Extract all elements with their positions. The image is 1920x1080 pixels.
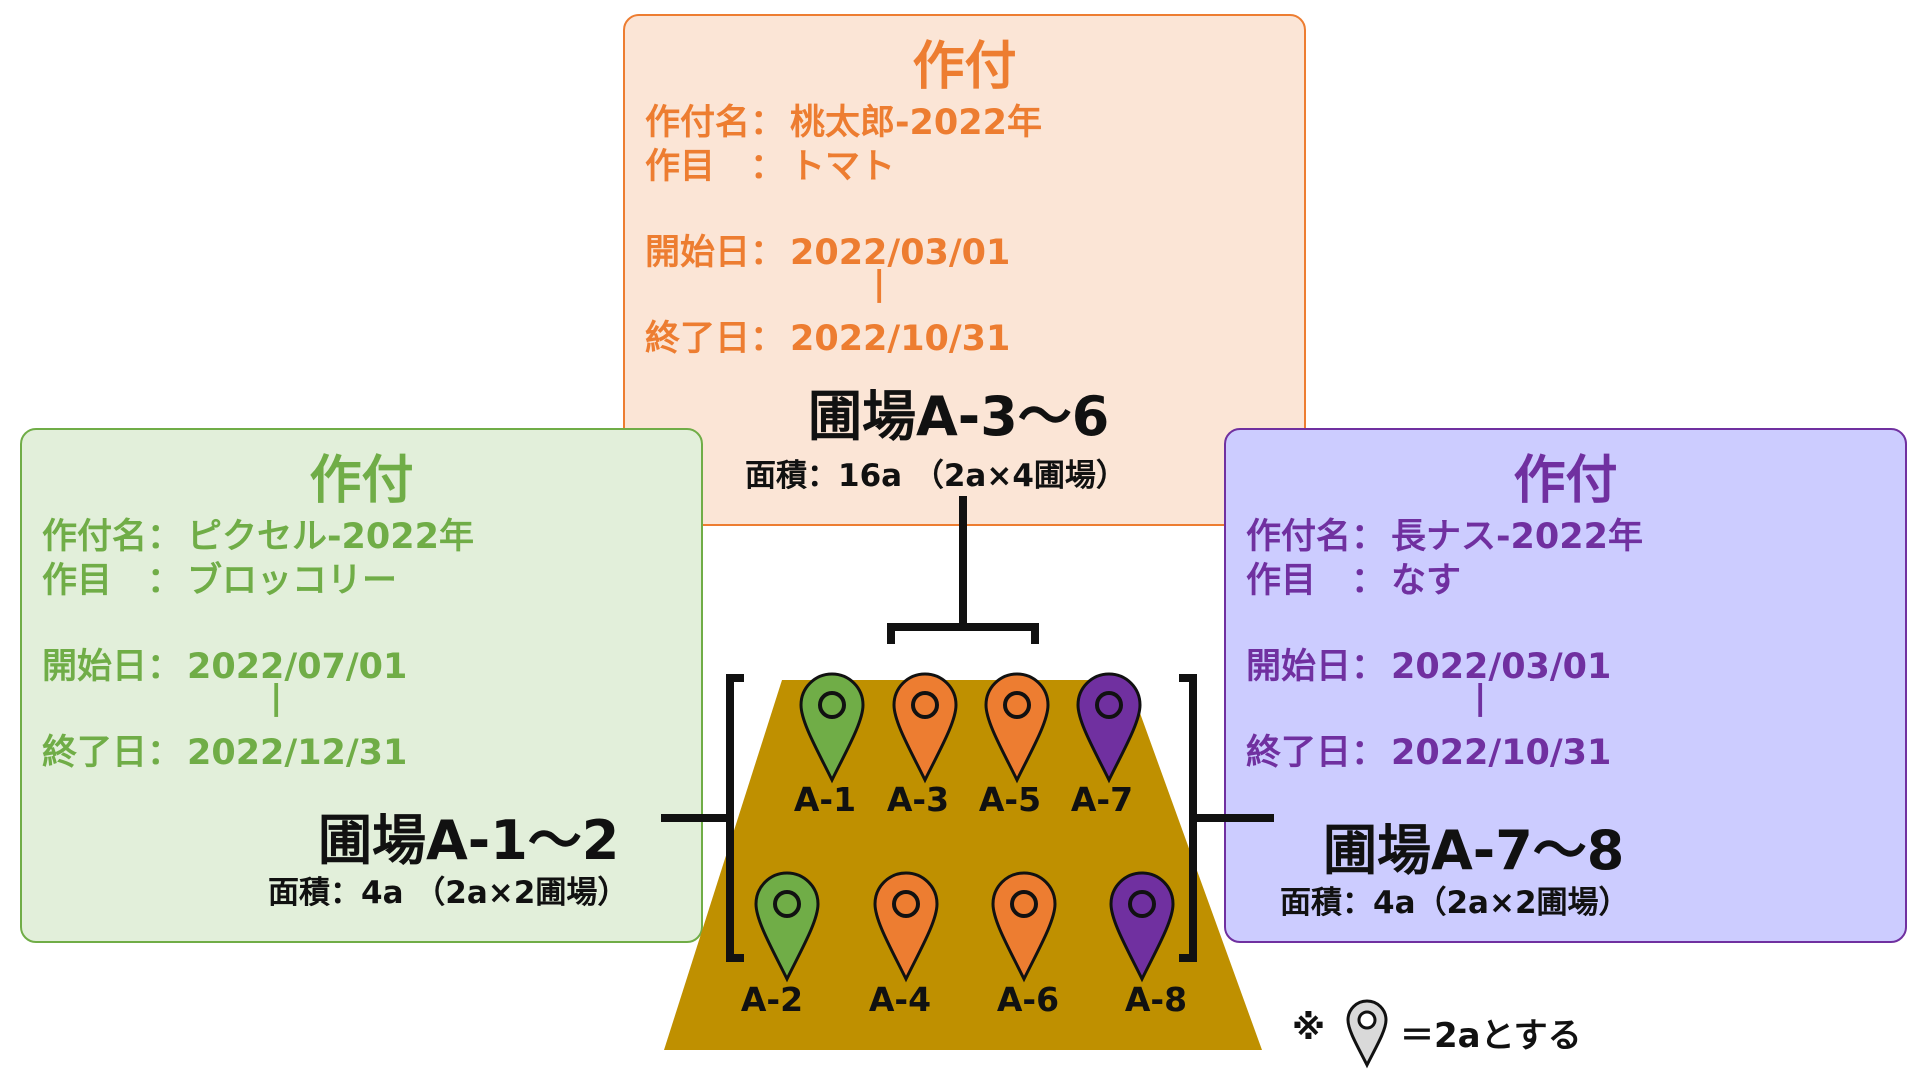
map-pin-icon	[1076, 672, 1142, 784]
pin-label: A-6	[996, 980, 1060, 1019]
map-pin-icon	[892, 672, 958, 784]
crop-name-label: 作付名：	[42, 517, 183, 557]
crop-card-broccoli: 作付 作付名：ピクセル-2022年 作目 ：ブロッコリー 開始日：2022/07…	[20, 428, 703, 943]
crop-type-value: トマト	[790, 147, 896, 187]
crop-name-row: 作付名：桃太郎-2022年	[645, 94, 1042, 145]
start-date-value: 2022/03/01	[790, 233, 1011, 273]
crop-name-value: ピクセル-2022年	[187, 517, 474, 557]
crop-name-value: 長ナス-2022年	[1391, 517, 1643, 557]
bracket-left	[661, 674, 744, 962]
bracket-right	[1179, 674, 1274, 962]
start-date-value: 2022/03/01	[1391, 647, 1612, 687]
crop-type-value: なす	[1391, 561, 1462, 601]
period-dash: |	[873, 264, 886, 304]
map-pin-icon	[984, 672, 1050, 784]
map-pin-icon	[873, 871, 939, 983]
field-group-title-a3-a6: 圃場A-3～6	[808, 385, 1110, 448]
end-date-value: 2022/10/31	[1391, 733, 1612, 773]
period-dash: |	[270, 678, 283, 718]
start-date-label: 開始日：	[645, 233, 786, 273]
pin-label: A-3	[886, 780, 950, 819]
crop-card-title: 作付	[912, 37, 1017, 97]
crop-type-label: 作目 ：	[42, 561, 183, 601]
bracket-top	[887, 496, 1039, 644]
map-pin-icon	[799, 672, 865, 784]
crop-name-label: 作付名：	[1246, 517, 1387, 557]
end-date-row: 終了日：2022/10/31	[645, 310, 1010, 361]
pin-label: A-1	[793, 780, 857, 819]
pin-label: A-5	[978, 780, 1042, 819]
start-date-label: 開始日：	[42, 647, 183, 687]
crop-type-label: 作目 ：	[645, 147, 786, 187]
crop-type-value: ブロッコリー	[187, 561, 398, 601]
crop-card-eggplant: 作付 作付名：長ナス-2022年 作目 ：なす 開始日：2022/03/01 |…	[1224, 428, 1907, 943]
crop-card-title: 作付	[309, 451, 414, 511]
crop-name-value: 桃太郎-2022年	[790, 103, 1042, 143]
map-pins	[754, 672, 1175, 983]
crop-type-row: 作目 ：ブロッコリー	[42, 552, 397, 603]
end-date-row: 終了日：2022/10/31	[1246, 724, 1611, 775]
pin-label: A-8	[1124, 980, 1188, 1019]
crop-card-tomato: 作付 作付名：桃太郎-2022年 作目 ：トマト 開始日：2022/03/01 …	[623, 14, 1306, 526]
field-group-title-a7-a8: 圃場A-7～8	[1323, 819, 1625, 882]
crop-name-row: 作付名：ピクセル-2022年	[42, 508, 474, 559]
legend-mark: ※	[1292, 1008, 1326, 1048]
end-date-value: 2022/12/31	[187, 733, 408, 773]
start-date-label: 開始日：	[1246, 647, 1387, 687]
crop-type-row: 作目 ：トマト	[645, 138, 895, 189]
end-date-label: 終了日：	[1246, 733, 1387, 773]
field-group-title-a1-a2: 圃場A-1～2	[318, 809, 620, 872]
crop-name-row: 作付名：長ナス-2022年	[1246, 508, 1643, 559]
map-pin-icon	[991, 871, 1057, 983]
end-date-label: 終了日：	[645, 319, 786, 359]
pin-label: A-7	[1070, 780, 1134, 819]
crop-name-label: 作付名：	[645, 103, 786, 143]
legend-pin-icon	[1346, 999, 1388, 1069]
end-date-label: 終了日：	[42, 733, 183, 773]
crop-card-title: 作付	[1513, 451, 1618, 511]
start-date-row: 開始日：2022/03/01	[1246, 638, 1611, 689]
pin-label: A-2	[740, 980, 804, 1019]
map-pin-icon	[754, 871, 820, 983]
start-date-row: 開始日：2022/07/01	[42, 638, 407, 689]
period-dash: |	[1474, 678, 1487, 718]
crop-type-row: 作目 ：なす	[1246, 552, 1461, 603]
field-group-area-a3-a6: 面積：16a （2a×4圃場）	[745, 458, 1127, 494]
end-date-value: 2022/10/31	[790, 319, 1011, 359]
start-date-row: 開始日：2022/03/01	[645, 224, 1010, 275]
field-group-area-a7-a8: 面積：4a（2a×2圃場）	[1280, 885, 1630, 921]
crop-type-label: 作目 ：	[1246, 561, 1387, 601]
field-group-area-a1-a2: 面積：4a （2a×2圃場）	[268, 875, 629, 911]
legend-text: ＝2aとする	[1400, 1016, 1582, 1056]
end-date-row: 終了日：2022/12/31	[42, 724, 407, 775]
map-pin-icon	[1109, 871, 1175, 983]
start-date-value: 2022/07/01	[187, 647, 408, 687]
pin-label: A-4	[868, 980, 932, 1019]
